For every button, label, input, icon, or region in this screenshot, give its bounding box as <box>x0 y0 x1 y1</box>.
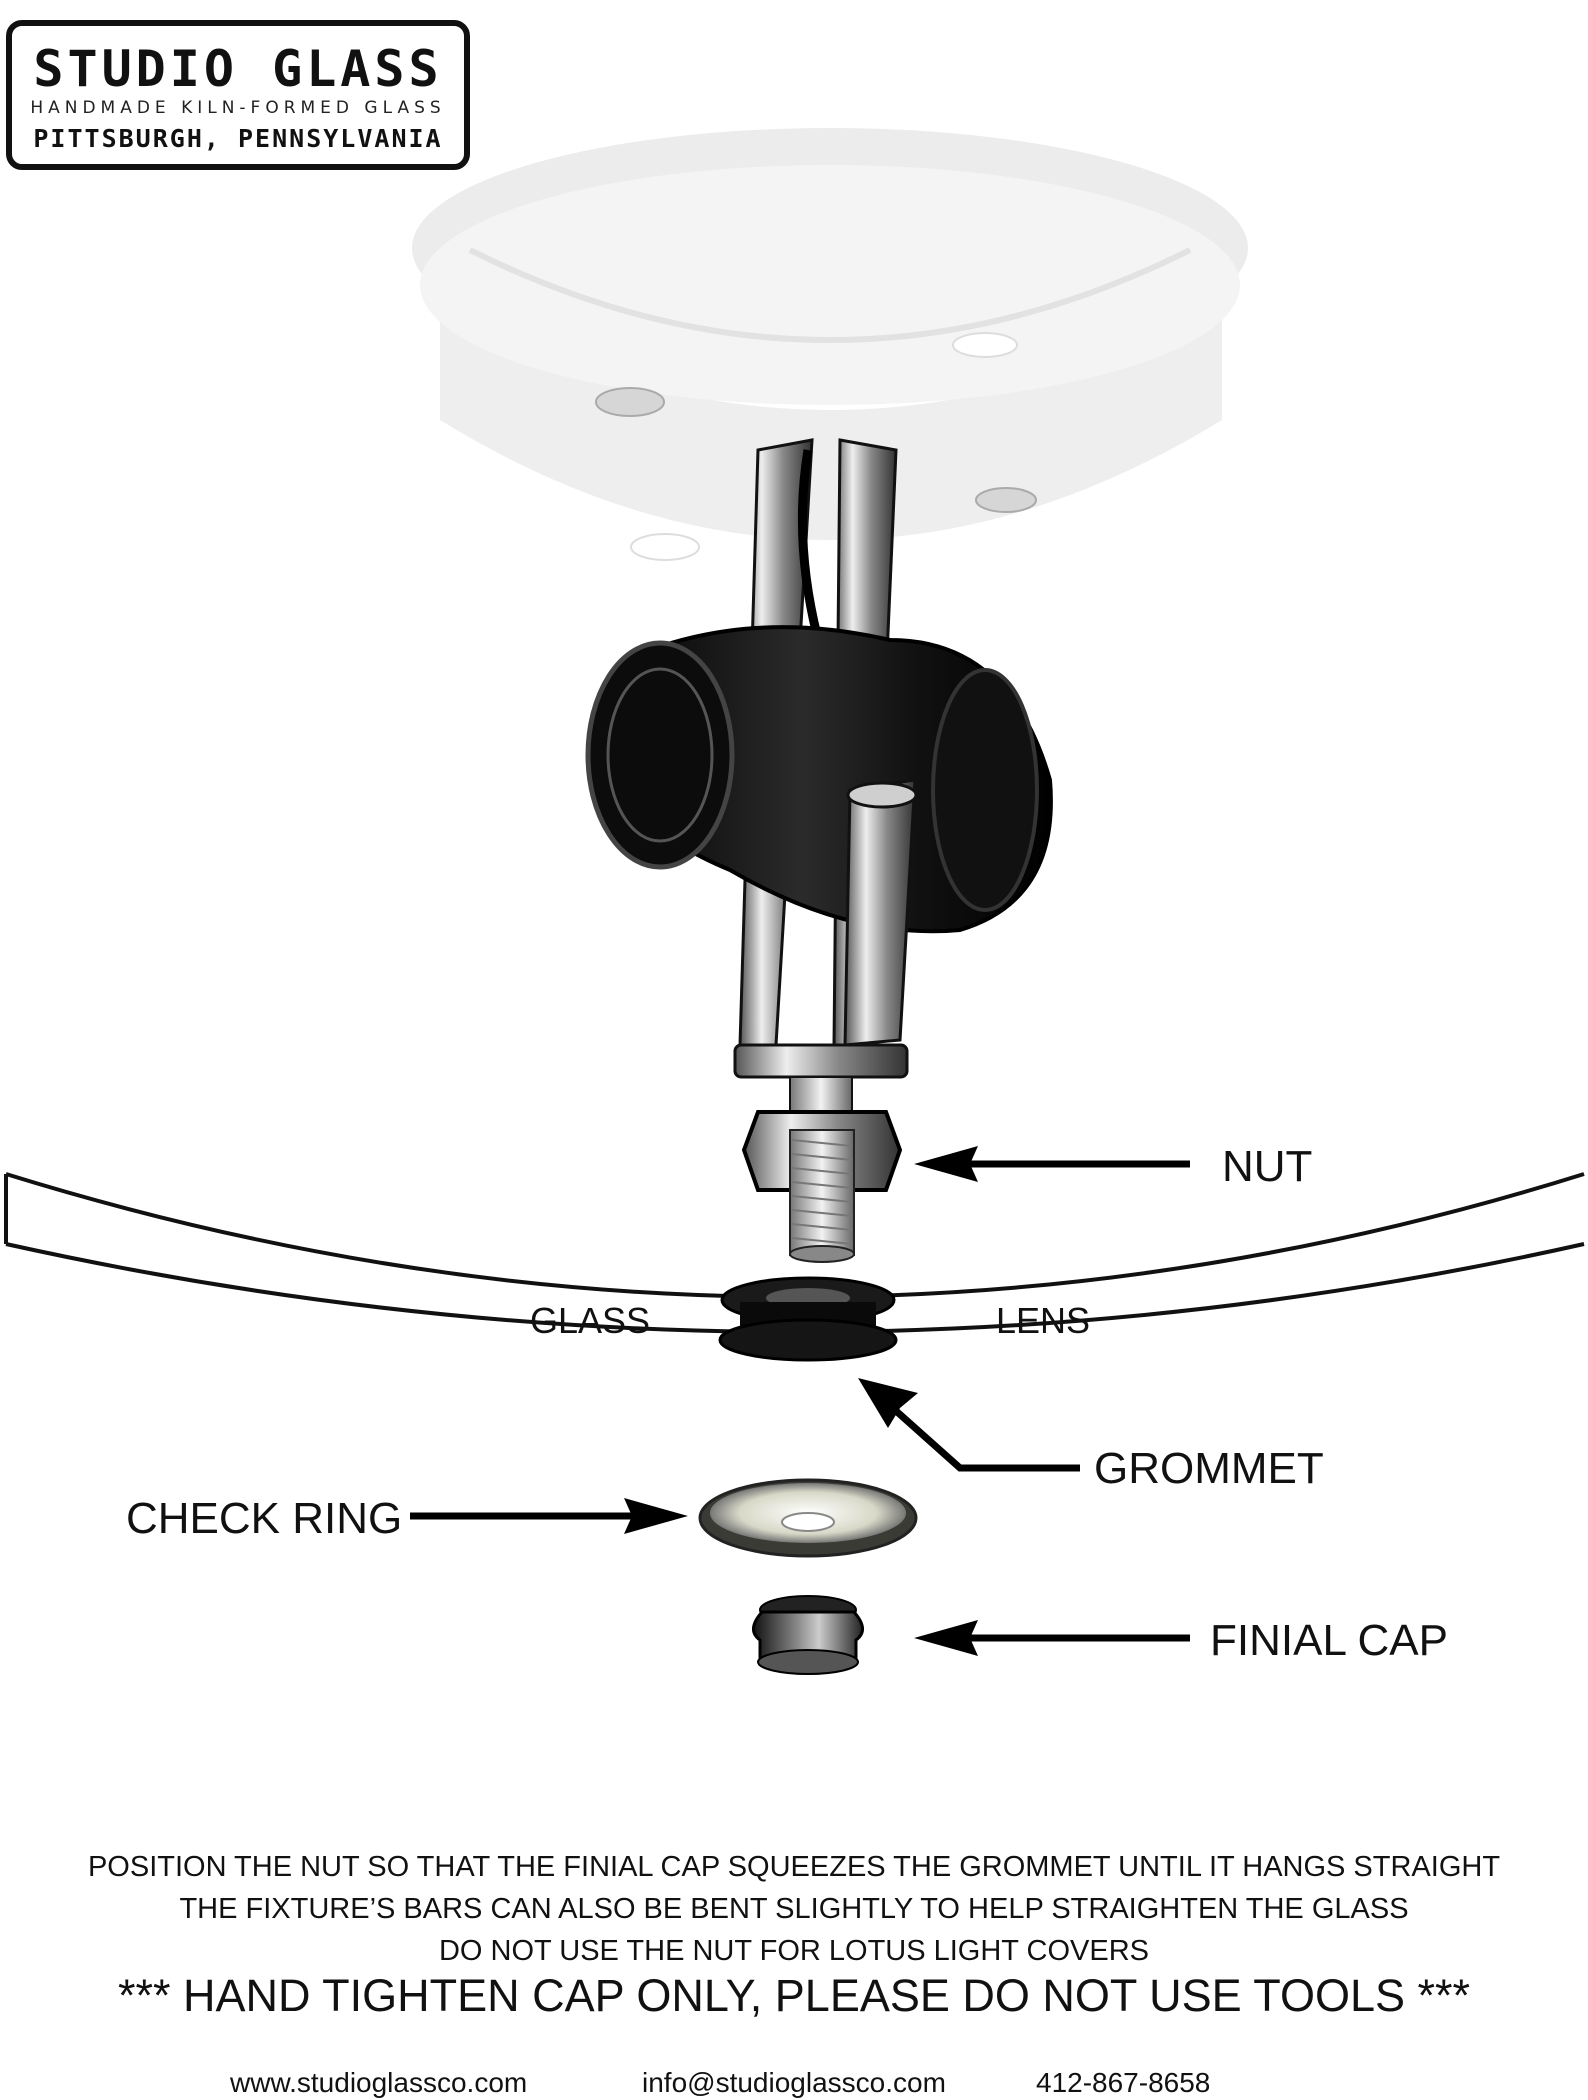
canopy-screw-hole <box>976 488 1036 512</box>
instruction-line-1: POSITION THE NUT SO THAT THE FINIAL CAP … <box>0 1846 1588 1888</box>
ceiling-canopy <box>412 128 1248 560</box>
glass-label: GLASS <box>530 1300 650 1342</box>
instruction-line-3: DO NOT USE THE NUT FOR LOTUS LIGHT COVER… <box>0 1930 1588 1972</box>
check-ring-arrow <box>410 1498 688 1534</box>
finial-cap-arrow <box>914 1620 1190 1656</box>
instruction-line-2: THE FIXTURE’S BARS CAN ALSO BE BENT SLIG… <box>0 1888 1588 1930</box>
check-ring <box>700 1480 916 1556</box>
check-ring-label: CHECK RING <box>126 1494 402 1544</box>
finial-cap-label: FINIAL CAP <box>1210 1616 1448 1666</box>
phone-number: 412-867-8658 <box>1036 2067 1210 2099</box>
grommet-label: GROMMET <box>1094 1444 1324 1494</box>
lens-label: LENS <box>996 1300 1090 1342</box>
canopy-screw-hole <box>596 388 664 416</box>
grommet <box>720 1278 896 1360</box>
lamp-socket <box>588 627 1051 1045</box>
canopy-keyhole-slot <box>631 534 699 560</box>
nut-label: NUT <box>1222 1142 1312 1192</box>
nut-arrow <box>914 1146 1190 1182</box>
threaded-pipe-assembly <box>735 1045 907 1262</box>
canopy-keyhole-slot <box>953 333 1017 357</box>
website-link[interactable]: www.studioglassco.com <box>230 2067 527 2099</box>
grommet-arrow <box>858 1378 1080 1468</box>
warning-text: *** HAND TIGHTEN CAP ONLY, PLEASE DO NOT… <box>0 1970 1588 2022</box>
finial-cap <box>753 1596 862 1674</box>
email-link[interactable]: info@studioglassco.com <box>642 2067 946 2099</box>
